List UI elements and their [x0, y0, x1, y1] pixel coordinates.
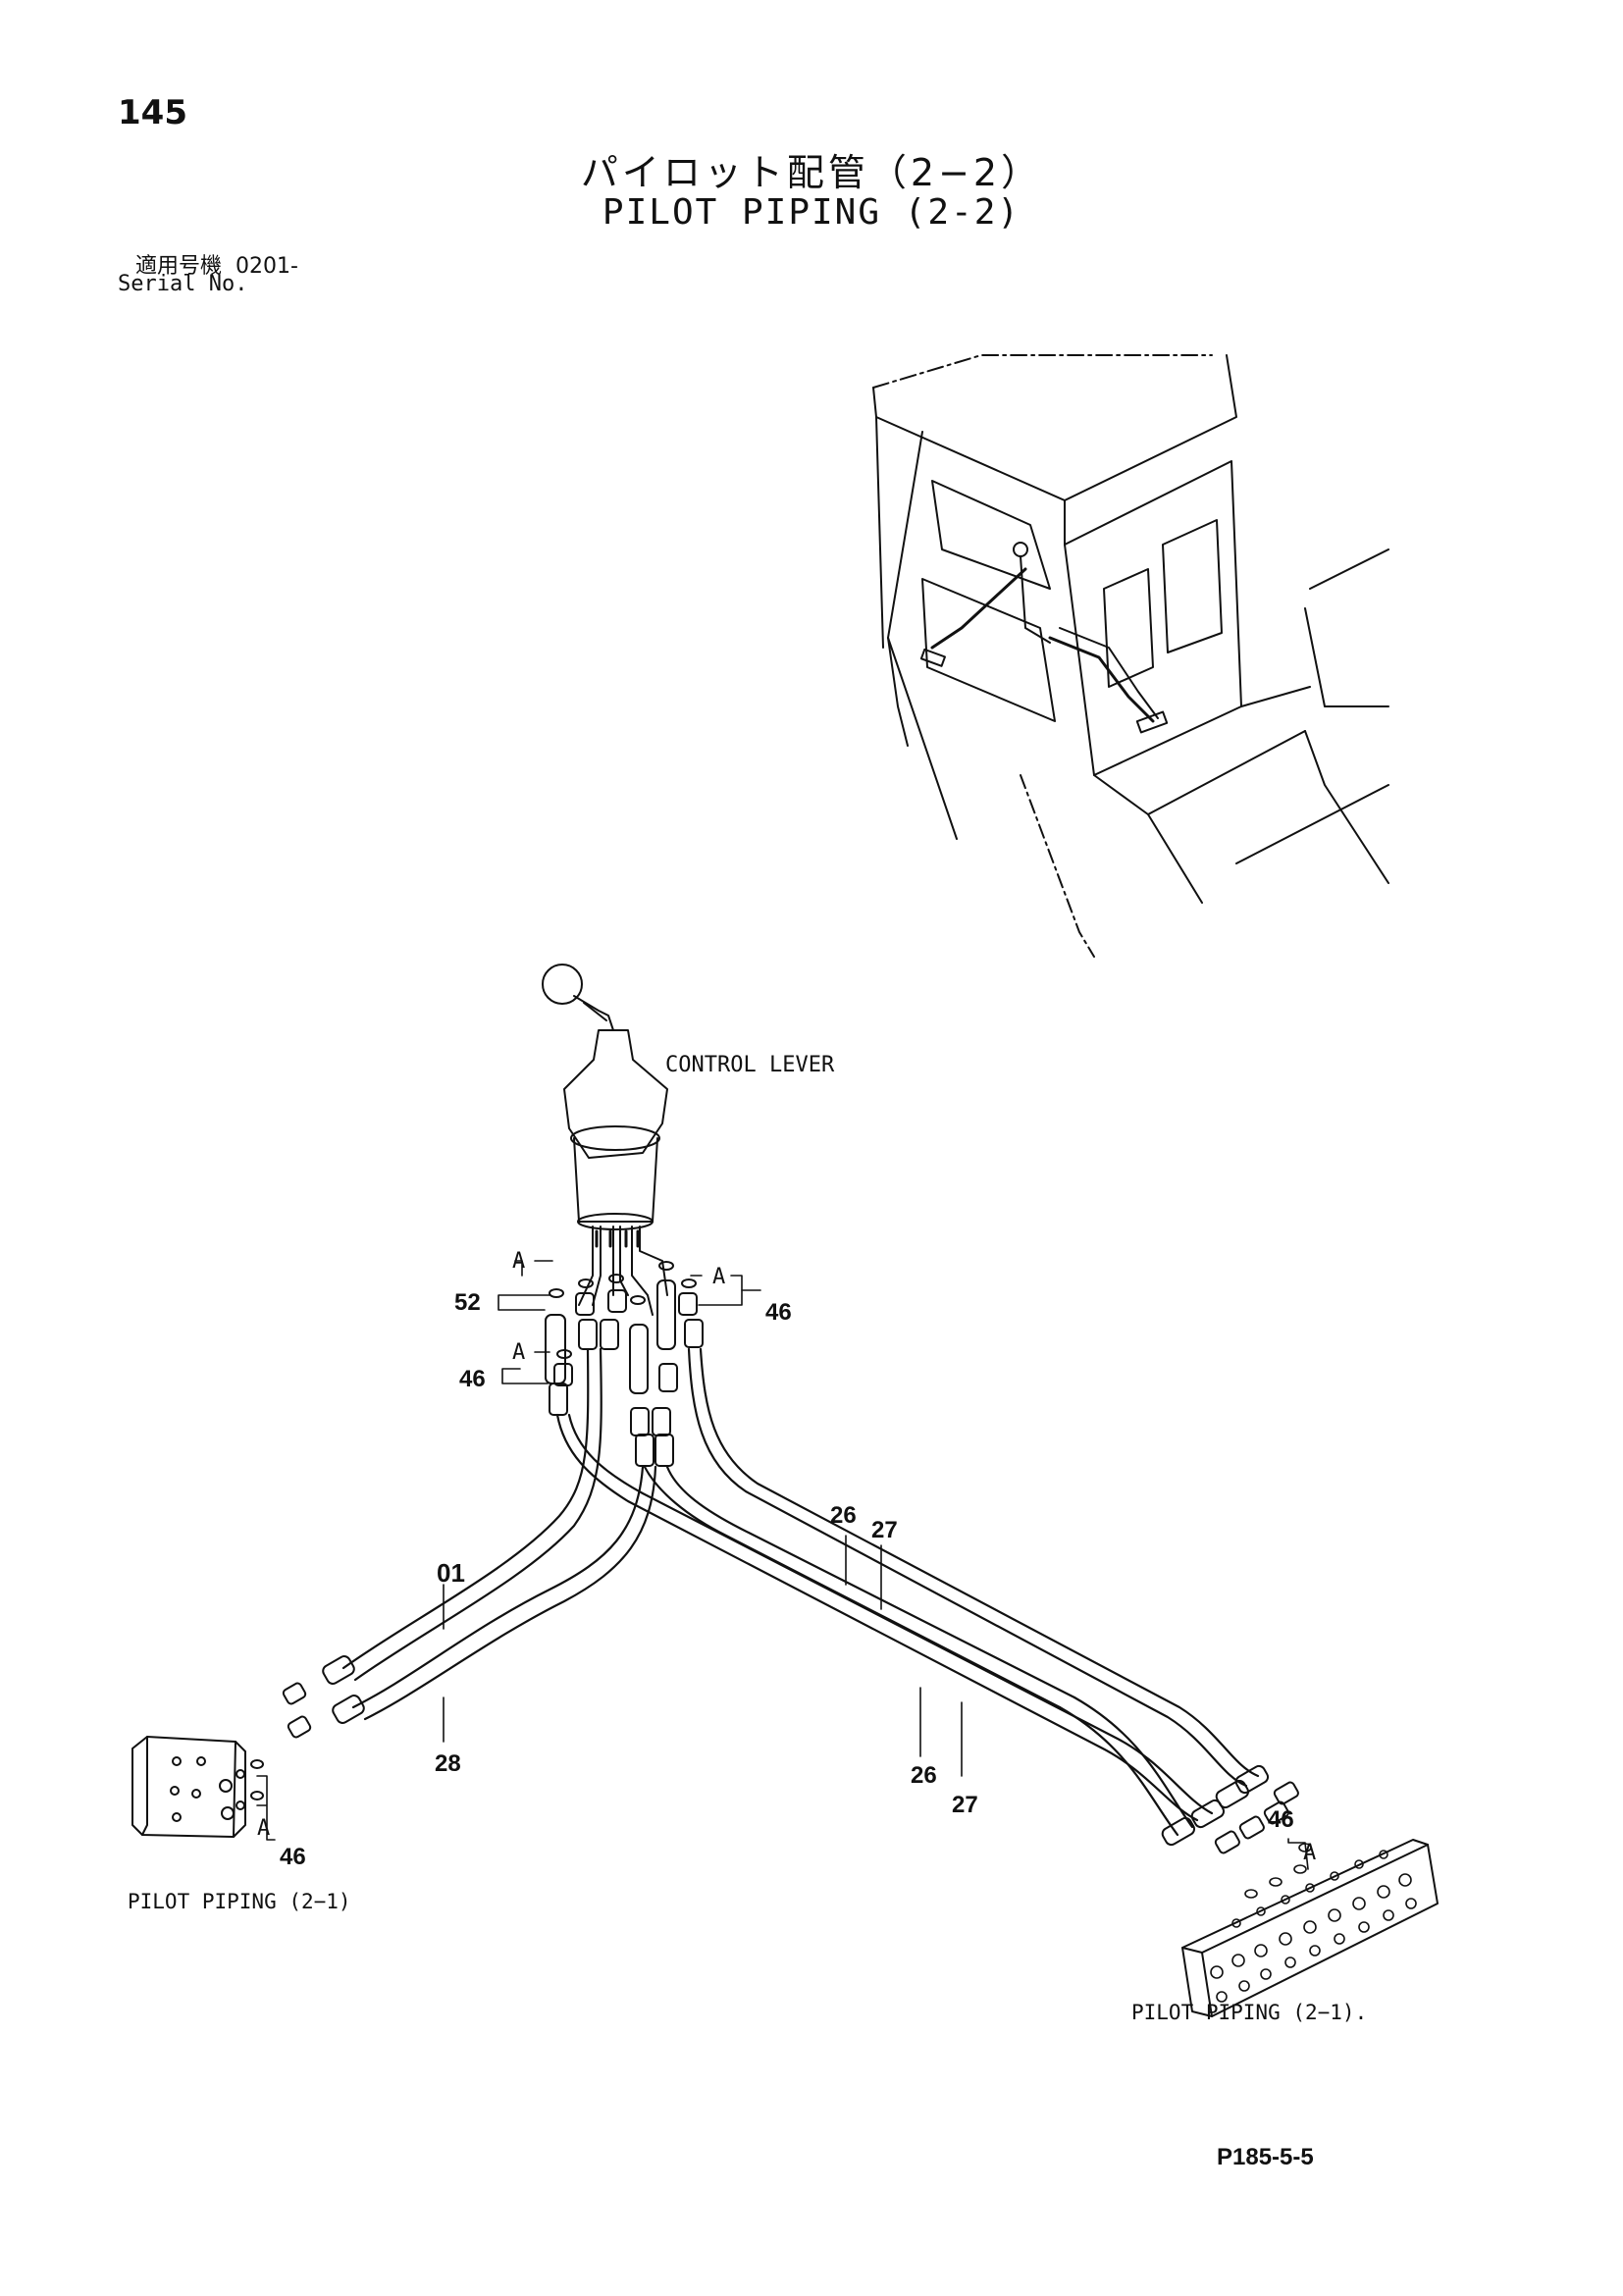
- pilot-piping-right-label: PILOT PIPING (2−1).: [1131, 2001, 1367, 2024]
- page-number: 145: [118, 93, 187, 132]
- callout-01: 01: [437, 1558, 465, 1588]
- detail-a-marker-5: A: [1303, 1841, 1316, 1865]
- callout-46-mid: 46: [459, 1366, 486, 1392]
- callout-27-lower: 27: [952, 1792, 978, 1818]
- callout-27-upper: 27: [871, 1517, 898, 1543]
- detail-a-marker-1: A: [512, 1249, 525, 1274]
- serial-label-english: Serial No.: [118, 272, 248, 296]
- callout-28: 28: [435, 1750, 461, 1777]
- control-lever-label: CONTROL LEVER: [665, 1053, 835, 1077]
- callout-26-upper: 26: [830, 1502, 857, 1529]
- detail-a-marker-2: A: [512, 1340, 525, 1365]
- serial-label-jp-text: 適用号機: [135, 254, 223, 279]
- detail-a-marker-3: A: [712, 1265, 725, 1289]
- cab-locator-view: [872, 354, 1389, 958]
- title-english: PILOT PIPING (2-2): [602, 192, 1021, 233]
- title-japanese: パイロット配管（2−2）: [580, 151, 1043, 194]
- detail-a-marker-4: A: [257, 1816, 270, 1841]
- callout-leaders: [256, 1260, 1309, 1870]
- callout-46-top: 46: [765, 1299, 792, 1326]
- pilot-piping-left-label: PILOT PIPING (2−1): [128, 1890, 351, 1913]
- callout-52: 52: [454, 1289, 481, 1316]
- callout-46-right: 46: [1268, 1806, 1294, 1833]
- callout-46-left: 46: [280, 1844, 306, 1870]
- valve-block-right: [1181, 1839, 1439, 2017]
- valve-block-left: [131, 1736, 264, 1838]
- hose-ends-left: [282, 1655, 365, 1739]
- hose-ends-right: [1161, 1764, 1299, 1854]
- serial-label-japanese: 適用号機 0201-: [135, 248, 298, 280]
- control-lever: [542, 964, 668, 1316]
- serial-range: 0201-: [236, 254, 298, 279]
- reference-code: P185-5-5: [1217, 2144, 1314, 2170]
- fittings-cluster: [545, 1261, 704, 1467]
- callout-26-lower: 26: [911, 1762, 937, 1789]
- hoses: [341, 1347, 1260, 1837]
